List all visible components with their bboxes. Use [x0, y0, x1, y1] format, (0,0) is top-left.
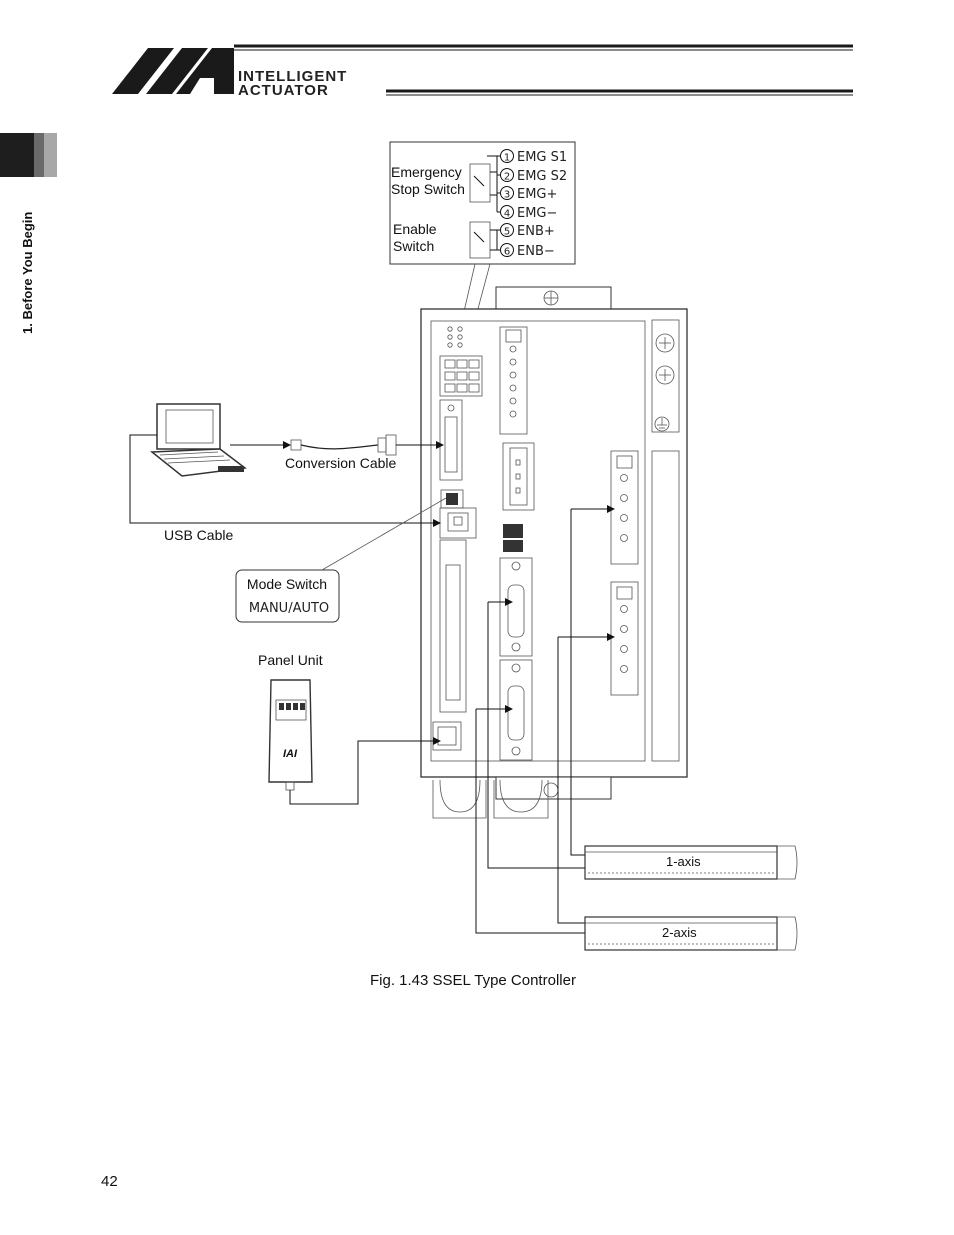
- controller-inner-panel: [430, 320, 646, 762]
- actuator-axis1: 1-axis: [584, 845, 798, 880]
- cable-loop-left: [432, 780, 487, 819]
- pin-2-name: EMG S2: [517, 169, 567, 184]
- pin-5-circle: [500, 223, 514, 237]
- figure-caption: Fig. 1.43 SSEL Type Controller: [370, 972, 576, 989]
- pin-2-number: 2: [504, 172, 510, 183]
- pin-1-number: 1: [504, 153, 510, 164]
- actuator-axis2: 2-axis: [584, 916, 798, 951]
- switch-box: Emergency Stop Switch Enable Switch 1 EM…: [389, 141, 576, 265]
- pin-row-4: 4 EMG−: [497, 205, 557, 221]
- terminal-screw-1: [655, 333, 675, 353]
- pin-row-2: 2 EMG S2: [497, 168, 567, 184]
- mode-switch-callout: [235, 569, 340, 623]
- emergency-switch-label-2: Stop Switch: [391, 181, 465, 197]
- iai-logo: INTELLIGENT ACTUATOR: [112, 48, 347, 99]
- panel-unit-logo: IAI: [283, 748, 298, 760]
- side-tab: 1. Before You Begin: [0, 133, 57, 334]
- panel-unit-port: [432, 721, 462, 751]
- usb-cable-arrow: [433, 519, 441, 527]
- enable-switch-symbol: [469, 221, 491, 259]
- pin-1-name: EMG S1: [517, 150, 567, 165]
- laptop-screen: [156, 403, 221, 450]
- panel-unit-label: Panel Unit: [258, 652, 323, 668]
- mode-switch-value: MANU/AUTO: [249, 601, 329, 616]
- switch-box-frame: [389, 141, 576, 265]
- side-blank-panel: [651, 450, 680, 762]
- panel-unit-arrow: [433, 737, 441, 745]
- status-leds: [447, 326, 463, 348]
- logo-stroke-1: [112, 48, 174, 94]
- terminal-screw-2: [655, 365, 675, 385]
- pin-3-name: EMG+: [517, 187, 557, 202]
- power-terminal-block: [499, 326, 528, 435]
- pin-row-6: 6 ENB−: [497, 243, 555, 259]
- brake-connector: [502, 442, 535, 511]
- encoder-cable-axis1: [487, 602, 585, 869]
- motor-cable-axis1: [570, 509, 585, 856]
- usb-cable-label: USB Cable: [164, 527, 233, 543]
- pin-row-5: 5 ENB+: [497, 223, 555, 239]
- system-io-connector: [439, 355, 483, 397]
- ground-terminal-icon: [654, 416, 670, 432]
- side-terminal-panel: [651, 319, 680, 433]
- pin-6-circle: [500, 243, 514, 257]
- pin-1-circle: [500, 149, 514, 163]
- cable-loop-right: [493, 780, 549, 819]
- side-tab-block-mid: [34, 133, 44, 177]
- controller-body: [420, 286, 688, 819]
- pin-4-name: EMG−: [517, 206, 557, 221]
- encoder-cable-axis2: [475, 709, 585, 934]
- side-tab-block-dark: [0, 133, 34, 177]
- logo-text-line1: INTELLIGENT: [238, 68, 347, 85]
- enable-switch-label-1: Enable: [393, 221, 437, 237]
- encoder-connector-axis2: [499, 659, 533, 761]
- bottom-flange: [495, 776, 612, 800]
- panel-unit-device: IAI: [268, 679, 313, 791]
- panel-unit-display: [275, 699, 307, 721]
- teaching-port: [439, 399, 463, 481]
- conversion-cable: [290, 434, 397, 456]
- pin-2-circle: [500, 168, 514, 182]
- emergency-switch-symbol: [469, 163, 491, 203]
- pin-3-number: 3: [504, 190, 510, 201]
- axis-sensor-connector-2: [503, 540, 523, 552]
- pin-5-number: 5: [504, 227, 510, 238]
- axis-sensor-connector-1: [503, 524, 523, 538]
- motor-cable-axis2: [557, 637, 585, 924]
- logo-stroke-3: [176, 48, 234, 94]
- pin-3-circle: [500, 186, 514, 200]
- usb-cable-line: [129, 434, 433, 524]
- side-tab-block-light: [44, 133, 57, 177]
- controller-outline: [420, 308, 688, 778]
- conversion-cable-label: Conversion Cable: [285, 455, 396, 471]
- section-label: 1. Before You Begin: [20, 212, 35, 334]
- pin-row-3: 3 EMG+: [497, 186, 557, 202]
- axis1-label: 1-axis: [666, 854, 701, 869]
- pin-5-name: ENB+: [517, 224, 555, 239]
- logo-stroke-2: [146, 48, 208, 94]
- enable-switch-label-2: Switch: [393, 238, 434, 254]
- pin-row-1: 1 EMG S1: [487, 149, 567, 165]
- axis2-label: 2-axis: [662, 925, 697, 940]
- page-number: 42: [101, 1173, 118, 1190]
- logo-text-line2: ACTUATOR: [238, 82, 329, 99]
- pio-connector: [439, 539, 467, 713]
- mode-switch-title: Mode Switch: [247, 576, 327, 592]
- pin-4-circle: [500, 205, 514, 219]
- pin-6-name: ENB−: [517, 244, 555, 259]
- pin-6-number: 6: [504, 247, 510, 258]
- encoder-connector-axis1: [499, 557, 533, 657]
- emergency-switch-label-1: Emergency: [391, 164, 462, 180]
- laptop-icon: [149, 403, 247, 477]
- conversion-cable-arrow: [436, 441, 444, 449]
- pin-4-number: 4: [504, 209, 510, 220]
- panel-unit-cable: [289, 740, 433, 805]
- mode-switch-leader: [321, 497, 447, 571]
